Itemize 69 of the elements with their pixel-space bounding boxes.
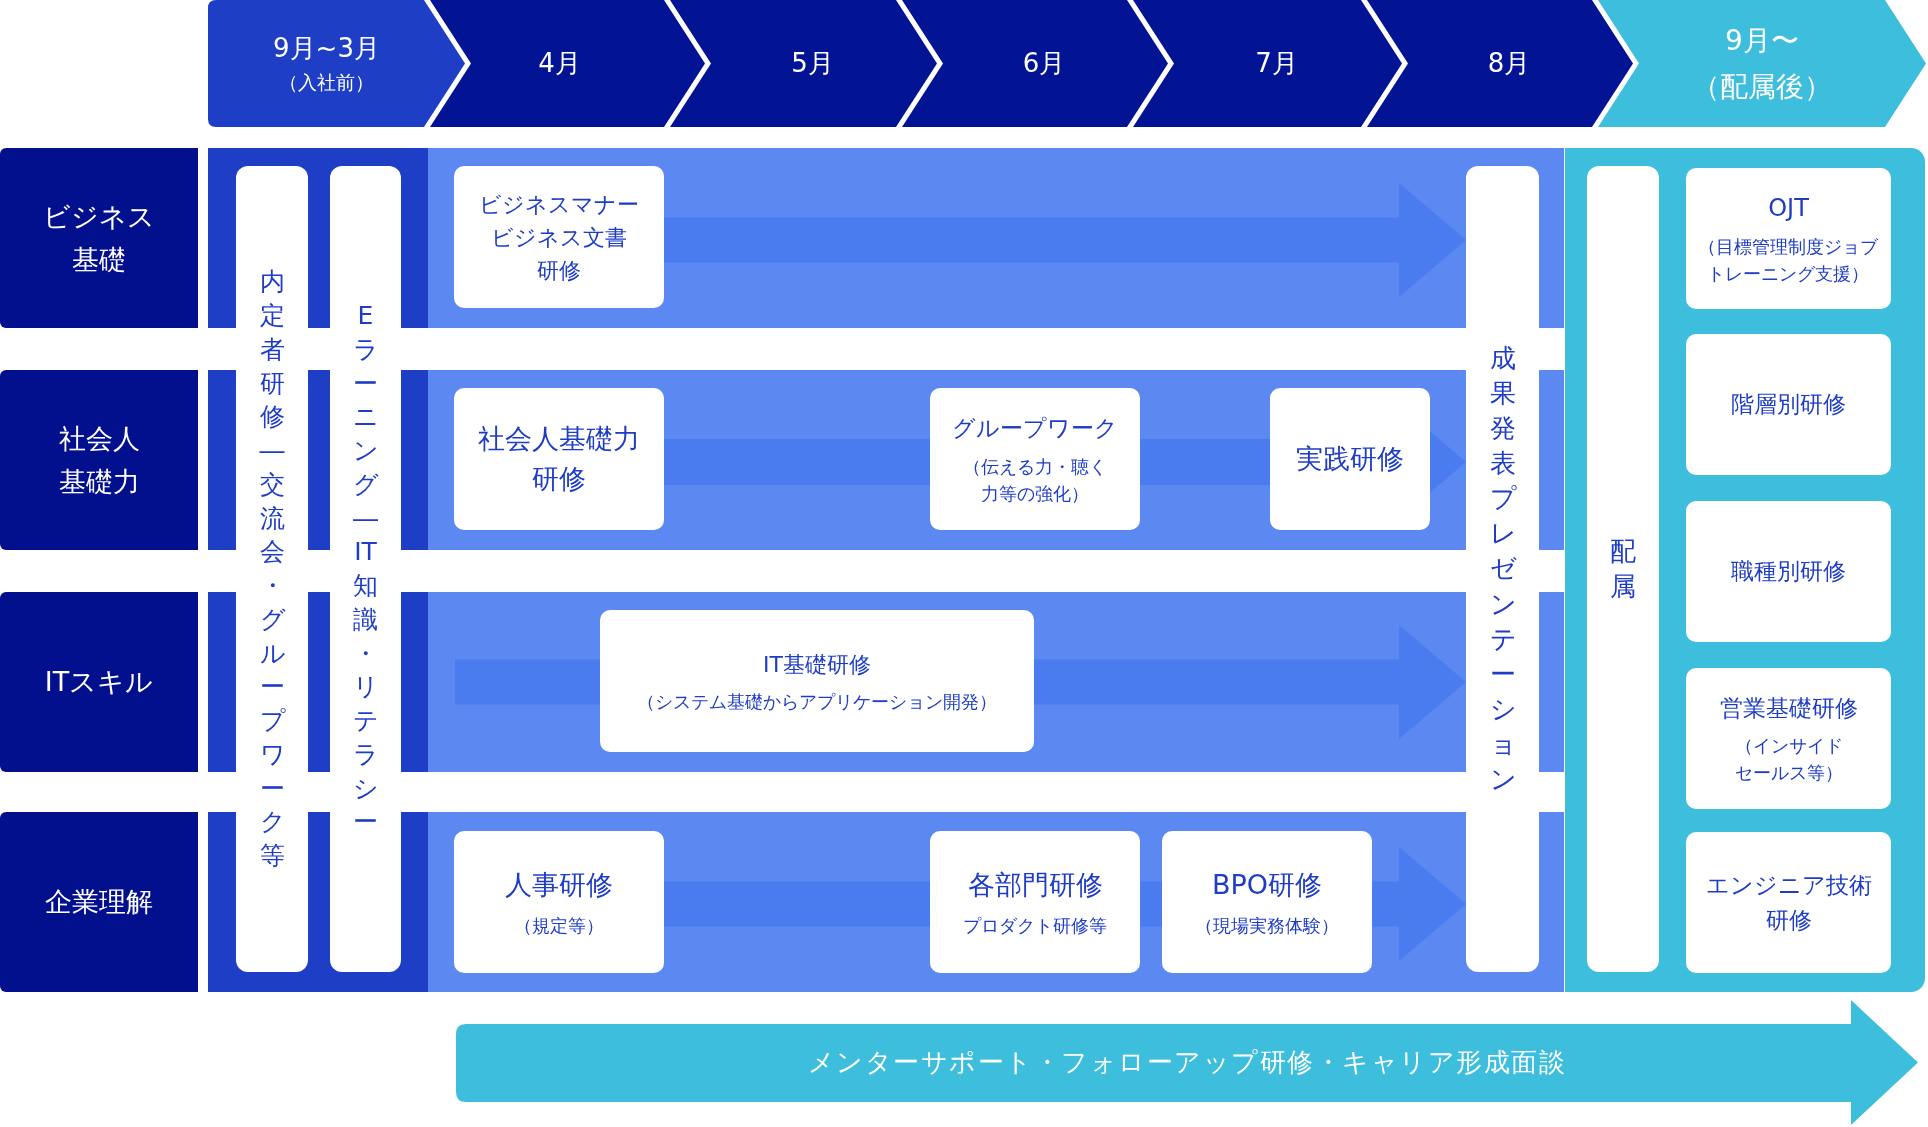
- training-card: [1270, 388, 1430, 530]
- vertical-card: [330, 166, 401, 972]
- vertical-label: 内定者研修 ― 交流会・グループワーク等: [259, 266, 285, 872]
- row-header: [0, 812, 198, 992]
- banner-label: メンターサポート・フォローアップ研修・キャリア形成面談: [807, 1046, 1567, 1079]
- flow-bar: [1140, 439, 1270, 485]
- training-title: 営業基礎研修: [1719, 693, 1858, 723]
- training-card: [454, 166, 664, 308]
- training-card: [454, 831, 664, 973]
- training-title: グループワーク: [952, 414, 1118, 444]
- training-card: [1686, 832, 1891, 973]
- flow-bar: [455, 659, 600, 705]
- training-title: 階層別研修: [1731, 390, 1846, 420]
- training-card: [1686, 334, 1891, 475]
- training-card: [1686, 501, 1891, 642]
- training-title: ビジネスマナー: [479, 190, 639, 219]
- period-note: （配属後）: [1692, 68, 1832, 105]
- training-title: BPO研修: [1211, 867, 1323, 902]
- training-title: 実践研修: [1296, 441, 1404, 476]
- training-title: 各部門研修: [967, 867, 1103, 902]
- training-card: [454, 388, 664, 530]
- training-note: （システム基礎からアプリケーション開発）: [637, 689, 997, 714]
- training-card: [1686, 168, 1891, 309]
- training-note: プロダクト研修等: [963, 914, 1107, 939]
- flow-bar: [664, 881, 930, 927]
- training-card: [1162, 831, 1372, 973]
- flow-arrow: [1372, 847, 1466, 961]
- training-title: IT基礎研修: [763, 650, 871, 679]
- row-label: ITスキル: [44, 665, 154, 700]
- training-title: 職種別研修: [1731, 557, 1846, 587]
- training-card: [930, 388, 1140, 530]
- flow-bar: [664, 439, 930, 485]
- training-note: （目標管理制度ジョブトレーニング支援）: [1697, 235, 1880, 286]
- training-title: 社会人基礎力研修: [477, 421, 641, 496]
- month-label: 8月: [1487, 46, 1531, 80]
- vertical-card: [1466, 166, 1539, 972]
- training-note: （インサイドセールス等）: [1733, 734, 1844, 786]
- training-card: [930, 831, 1140, 973]
- flow-arrow: [664, 183, 1466, 297]
- month-label: 9月~3月: [273, 32, 380, 66]
- month-label: 9月〜: [1725, 22, 1799, 59]
- vertical-label: 配属: [1610, 534, 1636, 603]
- training-title: ビジネス文書研修: [490, 223, 628, 285]
- training-note: （伝える力・聴く力等の強化）: [962, 454, 1108, 506]
- vertical-card: [1587, 166, 1659, 972]
- flow-arrow: [1034, 625, 1466, 739]
- row-header: [0, 370, 198, 550]
- row-label: ビジネス基礎: [42, 199, 156, 277]
- training-title: エンジニア技術研修: [1704, 871, 1873, 935]
- row-label: 社会人基礎力: [57, 421, 141, 499]
- training-card: [600, 610, 1034, 752]
- period-note: （入社前）: [279, 70, 374, 96]
- vertical-label: 成果発表プレゼンテーション: [1489, 341, 1516, 796]
- flow-bar: [1140, 881, 1162, 927]
- row-header: [0, 148, 198, 328]
- row-header: [0, 592, 198, 772]
- month-label: 4月: [538, 46, 581, 80]
- column-panel: [1565, 148, 1925, 992]
- training-note: （規定等）: [514, 914, 604, 939]
- row-label: 企業理解: [45, 885, 153, 920]
- month-label: 6月: [1022, 46, 1066, 80]
- training-card: [1686, 668, 1891, 809]
- vertical-label: Eラーニング ― IT知識・リテラシー: [353, 300, 378, 839]
- training-title: 人事研修: [505, 867, 613, 902]
- month-label: 5月: [791, 46, 834, 80]
- training-note: （現場実務体験）: [1195, 914, 1339, 939]
- month-label: 7月: [1255, 46, 1298, 80]
- training-title: OJT: [1768, 193, 1809, 224]
- vertical-card: [236, 166, 308, 972]
